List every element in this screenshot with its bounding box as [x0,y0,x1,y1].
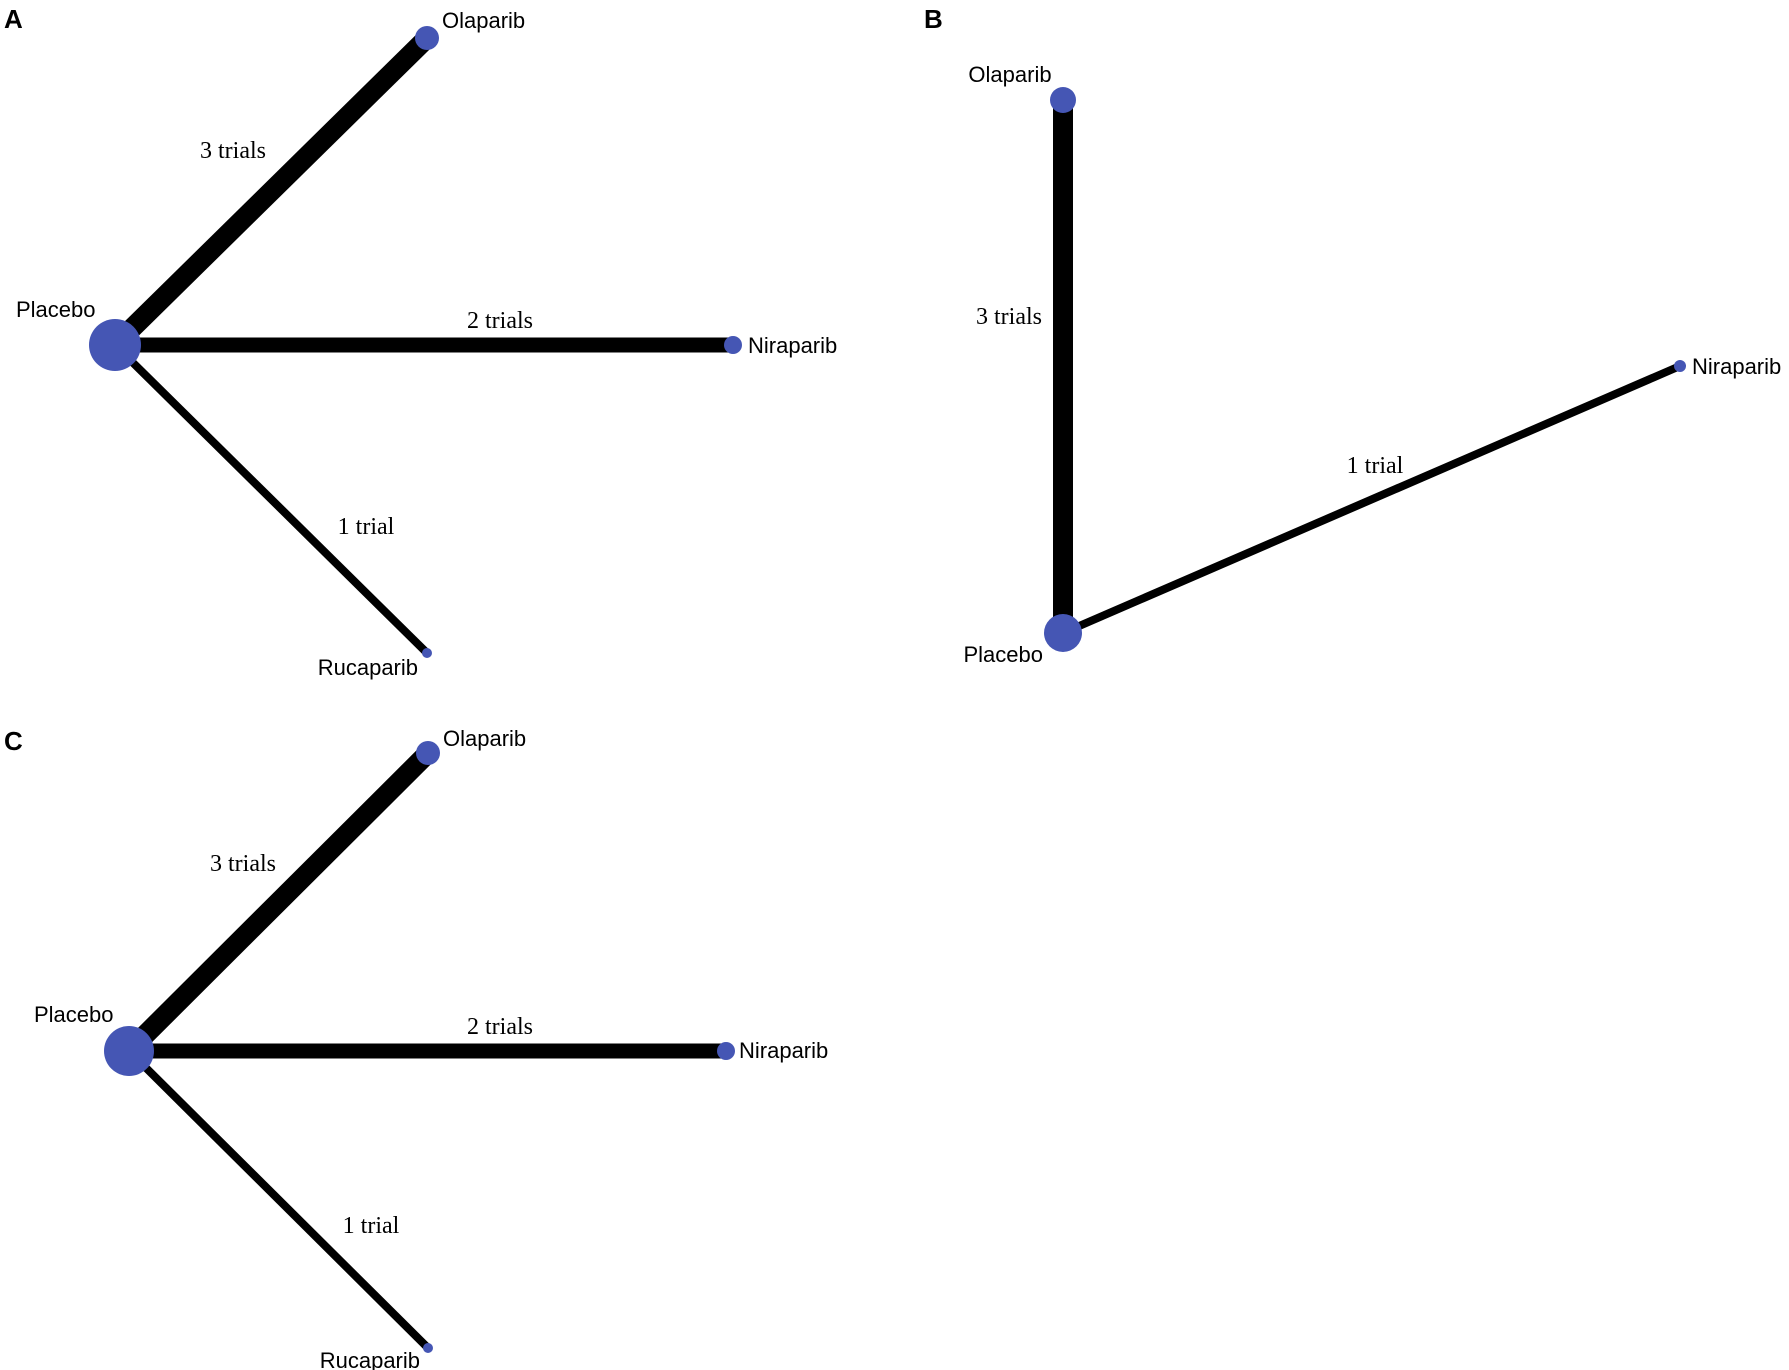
node-placebo [89,319,141,371]
edge-placebo-olaparib [107,30,435,353]
node-label-olaparib: Olaparib [968,62,1051,87]
edge-placebo-rucaparib [126,1048,431,1351]
edge-label-olaparib: 3 trials [976,304,1042,330]
node-olaparib [415,26,439,50]
node-label-niraparib: Niraparib [739,1038,828,1063]
node-placebo [104,1026,154,1076]
node-rucaparib [422,648,432,658]
edge-placebo-niraparib [1061,362,1682,637]
network-panel-c: 3 trials 2 trials 1 trial Placebo OlaparibNi… [4,726,828,1370]
edge-placebo-olaparib [121,745,436,1059]
panel-letter: B [924,4,943,34]
node-label-rucaparib: Rucaparib [318,655,418,680]
edge-label-niraparib: 2 trials [467,1014,533,1040]
node-niraparib [717,1042,735,1060]
node-rucaparib [423,1343,433,1353]
node-label-placebo: Placebo [963,642,1043,667]
node-niraparib [724,336,742,354]
edge-label-niraparib: 2 trials [467,308,533,334]
node-niraparib [1674,360,1686,372]
edge-label-olaparib: 3 trials [210,851,276,877]
node-placebo [1044,614,1082,652]
network-panel-a: 3 trials 2 trials 1 trial Placebo OlaparibNi… [4,4,837,680]
panel-letter: C [4,726,23,756]
node-label-niraparib: Niraparib [748,333,837,358]
edge-label-rucaparib: 1 trial [338,514,395,540]
edge-label-olaparib: 3 trials [200,138,266,164]
node-olaparib [416,741,440,765]
node-label-olaparib: Olaparib [443,726,526,751]
node-olaparib [1050,87,1076,113]
panel-letter: A [4,4,23,34]
edge-placebo-rucaparib [112,342,430,656]
node-label-placebo: Placebo [16,297,96,322]
node-label-placebo: Placebo [34,1002,114,1027]
edge-label-rucaparib: 1 trial [343,1213,400,1239]
node-label-niraparib: Niraparib [1692,354,1781,379]
edge-label-niraparib: 1 trial [1347,453,1404,479]
node-label-rucaparib: Rucaparib [320,1348,420,1370]
node-label-olaparib: Olaparib [442,8,525,33]
